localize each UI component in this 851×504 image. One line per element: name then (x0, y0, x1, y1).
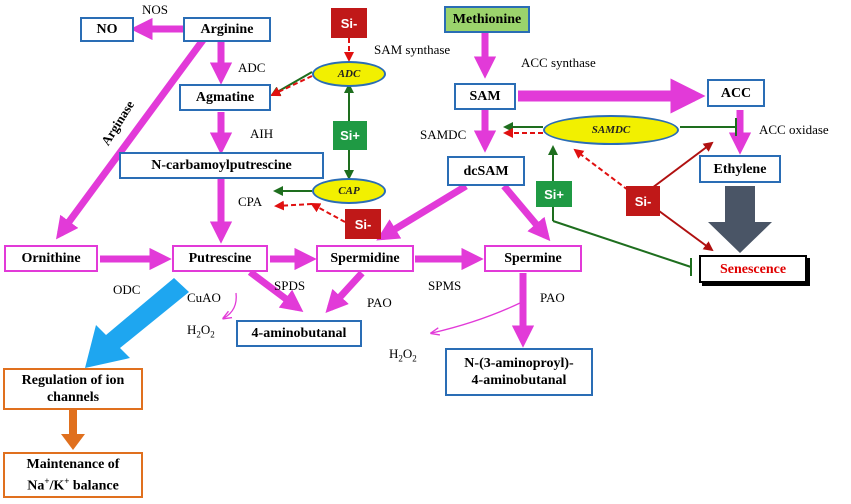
node-naminopropyl-aminobutanal: N-(3-aminoproyl)- 4-aminobutanal (445, 348, 593, 396)
label-samdc: SAMDC (420, 127, 467, 142)
h2o2-h: H (187, 322, 197, 337)
arrow-cap-ncarbamoyl-dashed (274, 200, 313, 211)
na-charge: + (44, 475, 50, 486)
h2o2-sub2: 2 (412, 353, 417, 364)
arrow-cuao-h2o2 (224, 292, 237, 318)
node-maintenance-balance: Maintenance of Na+/K+ balance (3, 452, 143, 498)
arrow-odc-regulation (85, 278, 189, 368)
arrow-putrescine-aminobutanal (247, 269, 304, 313)
arrow-ethylene-senescence (708, 186, 772, 253)
h2o2-sub1: 2 (398, 353, 403, 364)
label-adc: ADC (238, 60, 266, 75)
h2o2-sub2: 2 (210, 329, 215, 340)
si-minus-middle: Si- (345, 209, 381, 239)
h2o2-o: O (200, 322, 211, 337)
label-pao-spermidine: PAO (367, 295, 392, 310)
node-senescence: Senescence (699, 255, 807, 283)
si-plus-left: Si+ (333, 121, 367, 150)
regulation-line2: channels (46, 390, 100, 405)
node-regulation-of-ion-channels: Regulation of ion channels (3, 368, 143, 410)
label-cpa: CPA (238, 194, 263, 209)
node-acc: ACC (707, 79, 765, 107)
maintenance-line2: Na+/K+ balance (27, 475, 119, 494)
node-arginine: Arginine (183, 17, 271, 42)
arrow-dcsam-spermidine (376, 183, 468, 241)
ellipse-samdc: SAMDC (543, 115, 679, 145)
label-h2o2-cuao: H2O2 (187, 322, 215, 343)
balance-word: balance (72, 478, 119, 494)
h2o2-h: H (389, 346, 399, 361)
node-ornithine: Ornithine (4, 245, 98, 272)
arrow-siminus-ethylene (651, 141, 714, 189)
si-plus-right: Si+ (536, 181, 572, 207)
label-acc-oxidase: ACC oxidase (759, 122, 829, 137)
label-sam-synthase: SAM synthase (374, 42, 451, 57)
node-naminopropyl-line2: 4-aminobutanal (471, 373, 567, 388)
node-spermine: Spermine (484, 245, 582, 272)
node-agmatine: Agmatine (179, 84, 271, 111)
arrow-regulation-maintenance-head (61, 434, 85, 450)
label-aih: AIH (250, 126, 274, 141)
label-spms: SPMS (428, 278, 462, 293)
ellipse-adc: ADC (312, 61, 386, 87)
si-minus-right: Si- (626, 186, 660, 216)
node-ncarbamoylputrescine: N-carbamoylputrescine (119, 152, 324, 179)
inhibit-siplus-senescence (552, 220, 692, 268)
node-dcsam: dcSAM (447, 156, 525, 186)
arrow-spermidine-aminobutanal (325, 270, 365, 313)
regulation-line1: Regulation of ion (21, 373, 125, 388)
node-no: NO (80, 17, 134, 42)
node-ethylene: Ethylene (699, 155, 781, 183)
si-minus-top: Si- (331, 8, 367, 38)
label-spds: SPDS (274, 278, 306, 293)
label-h2o2-pao: H2O2 (389, 346, 417, 367)
arrow-siminus-samdc (573, 148, 629, 191)
arrow-siminus-cap (310, 203, 346, 223)
node-naminopropyl-line1: N-(3-aminoproyl)- (464, 356, 574, 371)
ellipse-cap: CAP (312, 178, 386, 204)
label-cuao: CuAO (187, 290, 221, 305)
arrow-siminus-senescence (654, 207, 714, 252)
k-ion: K (53, 478, 65, 494)
label-pao-spermine: PAO (540, 290, 565, 305)
arrow-dcsam-spermine (501, 183, 551, 242)
label-acc-synthase: ACC synthase (521, 55, 596, 70)
arrow-adc-agmatine-dashed (270, 75, 313, 97)
arrow-adc-agmatine (270, 71, 313, 96)
arrow-arginine-ornithine (56, 37, 206, 240)
node-putrescine: Putrescine (172, 245, 268, 272)
label-odc: ODC (113, 282, 141, 297)
node-4-aminobutanal: 4-aminobutanal (236, 320, 362, 347)
node-methionine: Methionine (444, 6, 530, 33)
na-ion: Na (27, 478, 45, 494)
label-nos: NOS (142, 2, 169, 17)
node-sam: SAM (454, 83, 516, 110)
h2o2-sub1: 2 (196, 329, 201, 340)
maintenance-line1: Maintenance of (26, 456, 120, 472)
node-spermidine: Spermidine (316, 245, 414, 272)
arrow-pao-h2o2 (432, 302, 521, 333)
h2o2-o: O (402, 346, 413, 361)
k-charge: + (64, 475, 70, 486)
